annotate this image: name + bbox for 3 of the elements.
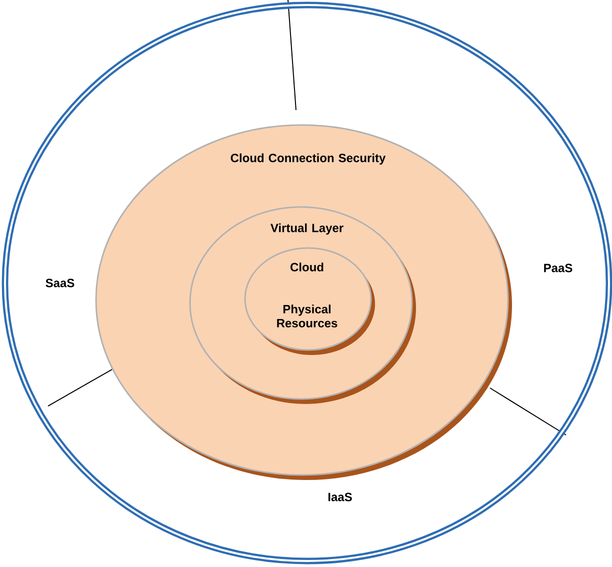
sector-label: SaaS <box>46 278 74 288</box>
sector-label: PaaS <box>544 264 572 272</box>
sector-label: IaaS <box>328 492 352 502</box>
